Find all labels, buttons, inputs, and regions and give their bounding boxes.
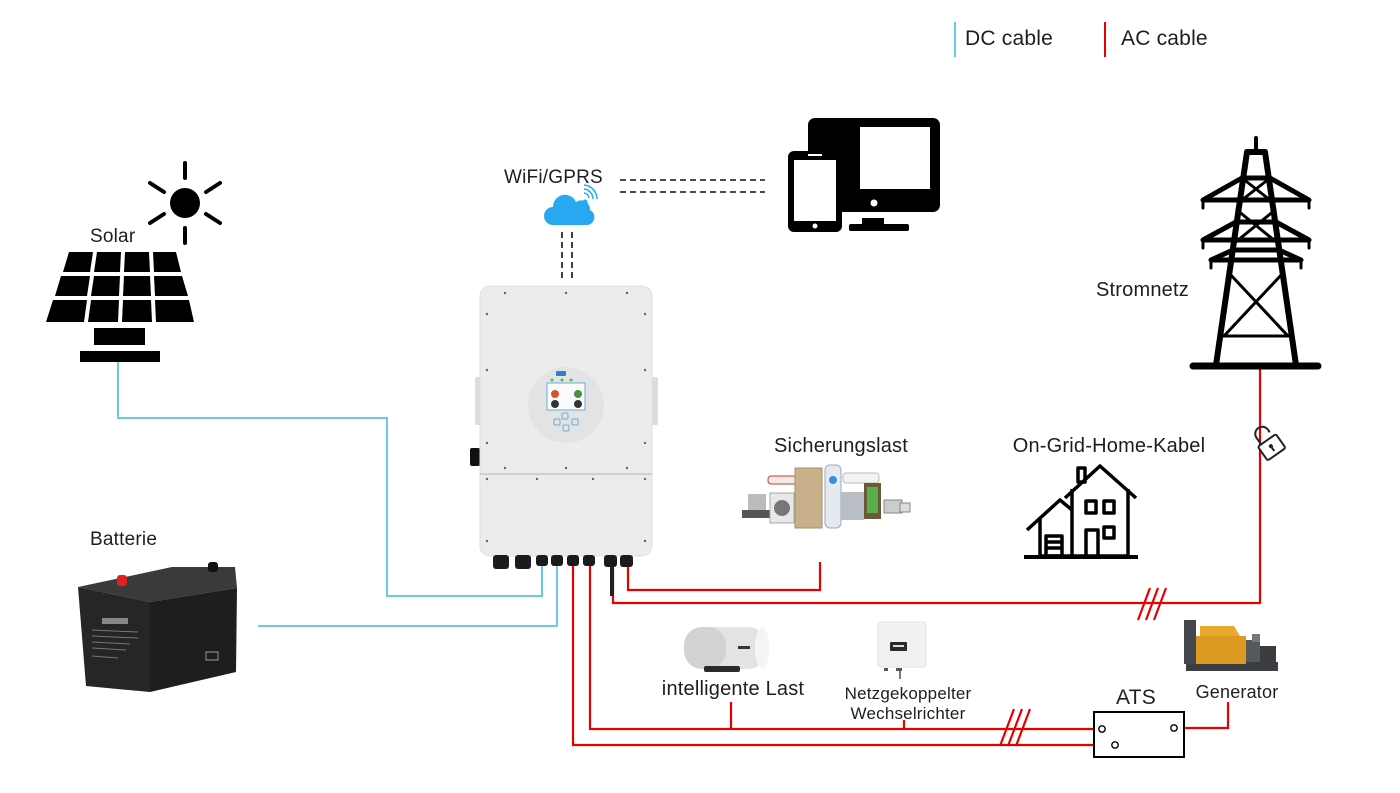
legend — [954, 22, 1106, 57]
solar-label: Solar — [90, 226, 136, 247]
legend-ac-label: AC cable — [1121, 27, 1208, 50]
generator-icon — [1184, 620, 1278, 671]
water-heater-icon — [684, 627, 769, 672]
dc-cables — [117, 362, 558, 627]
legend-dc-label: DC cable — [965, 27, 1053, 50]
cloud-wifi-icon — [544, 184, 598, 225]
home-appliances-icon — [742, 464, 911, 529]
power-tower-icon — [1189, 136, 1322, 370]
ac-cable-smart-load-bus — [588, 563, 1100, 731]
grid-inverter-label: Netzgekoppelter Wechselrichter — [845, 684, 972, 724]
ats-label: ATS — [1116, 686, 1156, 709]
three-phase-mark-grid — [1136, 587, 1168, 621]
grid-inverter-label-line1: Netzgekoppelter — [844, 684, 972, 703]
tablet-monitor-icon — [788, 118, 940, 232]
sun-icon — [148, 161, 222, 245]
home-label: On-Grid-Home-Kabel — [1012, 435, 1206, 457]
grid-label: Stromnetz — [1096, 279, 1189, 301]
solar-panel-icon — [46, 252, 194, 362]
ac-cable-ats-bus — [571, 563, 1113, 747]
ac-cable-generator — [1176, 702, 1230, 730]
wifi-gprs-label: WiFi/GPRS — [504, 167, 603, 188]
ac-cable-backup-load — [626, 562, 822, 592]
three-phase-mark-ats — [998, 708, 1032, 747]
ac-cable-grid — [611, 368, 1262, 605]
inverter-cable-glands — [493, 555, 633, 596]
house-icon — [1024, 464, 1138, 559]
backup-load-label: Sicherungslast — [774, 435, 908, 457]
generator-label: Generator — [1195, 682, 1279, 702]
battery-label: Batterie — [90, 529, 158, 550]
ats-box-icon — [1093, 711, 1185, 758]
dc-cable-battery — [258, 562, 558, 627]
dc-cable-solar — [117, 362, 543, 597]
string-inverter-icon — [877, 621, 927, 679]
grid-inverter-label-line2: Wechselrichter — [850, 704, 966, 723]
padlock-icon — [1254, 425, 1286, 461]
wireless-links — [561, 179, 765, 282]
hybrid-inverter-icon — [470, 285, 658, 596]
smart-load-label: intelligente Last — [661, 678, 805, 700]
battery-icon — [78, 562, 237, 692]
